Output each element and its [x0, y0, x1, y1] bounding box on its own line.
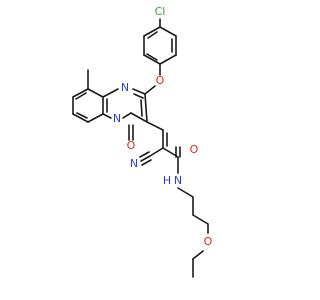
bond — [72, 88, 89, 98]
bond — [177, 187, 194, 198]
bond — [132, 88, 146, 95]
bond — [87, 88, 104, 98]
bond — [159, 26, 177, 37]
atom-label-amide-oxygen: O — [190, 143, 199, 156]
atom-label-bridgehead-nitrogen: N — [113, 112, 121, 125]
molecule-structure: Cl O N N O O N N H O — [72, 5, 213, 278]
bond — [192, 250, 204, 260]
bond — [149, 147, 164, 157]
bond — [102, 113, 112, 119]
bond-double-inner — [146, 53, 158, 61]
bond — [143, 54, 161, 65]
bond-double-inner — [140, 99, 143, 117]
atom-label-chlorine: Cl — [155, 5, 166, 18]
bond — [192, 214, 209, 225]
atom-label-ring-carbonyl-oxygen: O — [127, 139, 136, 152]
bond — [144, 85, 156, 95]
molecule-canvas: Cl O N N O O N N H O — [72, 5, 213, 278]
bond-double-inner — [147, 31, 158, 39]
bond — [102, 88, 119, 98]
bond — [144, 93, 148, 123]
atom-labels: Cl O N N O O N N H O — [113, 5, 213, 248]
bond — [139, 151, 150, 158]
bond — [130, 112, 148, 123]
bond — [159, 54, 177, 65]
bond — [140, 155, 151, 162]
bonds — [72, 18, 209, 278]
atom-label-ethoxy-oxygen: O — [204, 235, 213, 248]
bond-double-inner — [76, 112, 88, 119]
bond — [146, 121, 164, 131]
atom-label-ether-oxygen: O — [156, 74, 165, 87]
bond — [72, 113, 89, 123]
bond-double-inner — [75, 92, 87, 100]
atom-label-nitrile-nitrogen: N — [130, 157, 138, 170]
bond — [141, 159, 152, 166]
atom-label-amide-hydrogen: H — [163, 174, 171, 187]
bond-double-inner — [133, 93, 144, 99]
atom-label-amide-nitrogen: N — [174, 174, 182, 187]
atom-label-pyrimidine-nitrogen: N — [121, 81, 129, 94]
bond — [87, 113, 104, 123]
bond — [122, 112, 132, 119]
bond — [143, 26, 161, 37]
